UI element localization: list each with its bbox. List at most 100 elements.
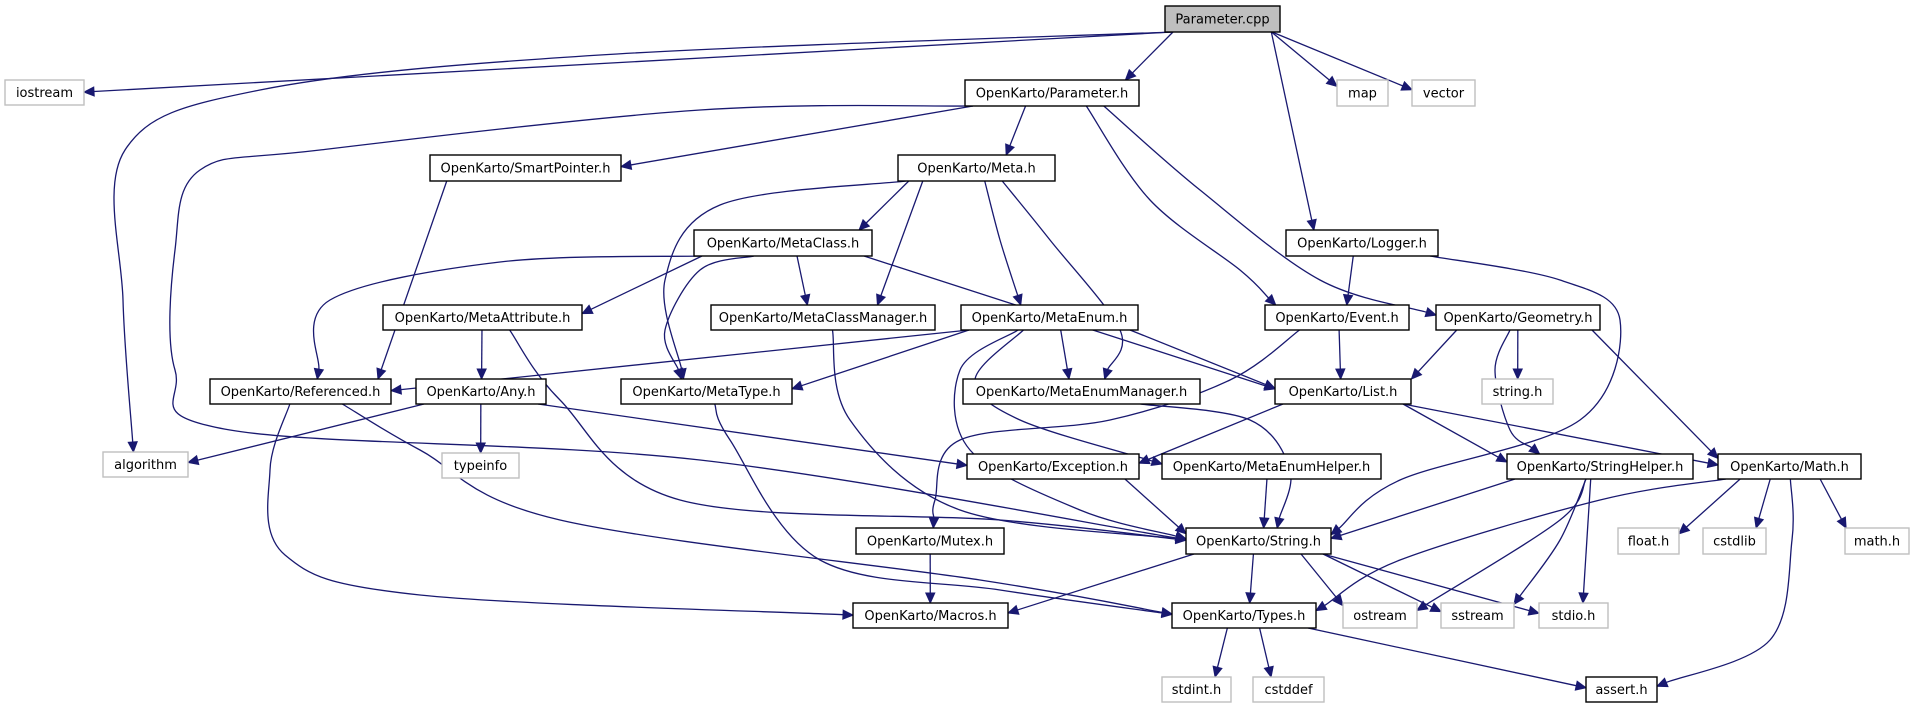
arrowhead-icon <box>790 380 804 391</box>
arrowhead-icon <box>876 293 887 307</box>
edge-root-to-logger_h <box>1270 31 1317 232</box>
node-label: OpenKarto/MetaEnumHelper.h <box>1173 460 1371 475</box>
edge-line <box>1258 627 1270 668</box>
edge-metaenummanager_h-to-string_h <box>1140 403 1292 530</box>
node-sstream: sstream <box>1440 602 1515 629</box>
node-metaenummanager-h[interactable]: OpenKarto/MetaEnumManager.h <box>962 378 1201 405</box>
node-logger-h[interactable]: OpenKarto/Logger.h <box>1285 229 1439 257</box>
edge-line <box>1300 553 1338 599</box>
node-label: OpenKarto/SmartPointer.h <box>441 162 611 177</box>
node-label: OpenKarto/List.h <box>1289 385 1398 400</box>
node-root[interactable]: Parameter.cpp <box>1164 5 1281 33</box>
edge-line <box>1402 403 1499 458</box>
arrowhead-icon <box>800 293 811 307</box>
edge-exception_h-to-string_h <box>1124 478 1187 535</box>
arrowhead-icon <box>1012 293 1023 307</box>
node-box <box>620 378 793 405</box>
edge-line <box>509 329 1177 540</box>
node-typeinfo: typeinfo <box>441 452 520 479</box>
node-any-h[interactable]: OpenKarto/Any.h <box>415 378 547 405</box>
node-box <box>1252 676 1325 703</box>
edge-metaenum_h-to-list_h <box>1129 329 1277 390</box>
node-stringhelper-h[interactable]: OpenKarto/StringHelper.h <box>1506 453 1694 480</box>
node-box <box>1702 527 1767 555</box>
edge-line <box>1758 478 1771 519</box>
node-metaattribute-h[interactable]: OpenKarto/MetaAttribute.h <box>382 304 583 331</box>
arrowhead-icon <box>1415 600 1429 612</box>
edge-line <box>1347 255 1354 296</box>
arrowhead-icon <box>186 454 200 466</box>
edge-root-to-map <box>1271 31 1338 88</box>
node-box <box>441 452 520 479</box>
edges-layer <box>82 31 1847 691</box>
edge-line <box>1129 329 1266 386</box>
node-label: OpenKarto/Exception.h <box>978 460 1128 475</box>
arrowhead-icon <box>858 218 871 231</box>
node-macros-h[interactable]: OpenKarto/Macros.h <box>852 602 1009 629</box>
node-label: OpenKarto/Event.h <box>1275 311 1398 326</box>
node-label: OpenKarto/Math.h <box>1730 460 1849 475</box>
edge-root-to-iostream <box>82 31 1174 97</box>
node-smartpointer-h[interactable]: OpenKarto/SmartPointer.h <box>429 154 622 182</box>
edge-line <box>865 180 910 224</box>
edge-line <box>1131 31 1174 74</box>
node-types-h[interactable]: OpenKarto/Types.h <box>1171 602 1317 629</box>
edge-metaenum_h-to-metaenummanager_h <box>1060 329 1073 381</box>
edge-meta_h-to-metaclassmanager_h <box>876 180 924 307</box>
node-metatype-h[interactable]: OpenKarto/MetaType.h <box>620 378 793 405</box>
node-assert-h[interactable]: assert.h <box>1585 676 1658 703</box>
arrowhead-icon <box>580 304 594 315</box>
node-referenced-h[interactable]: OpenKarto/Referenced.h <box>209 378 392 405</box>
edge-line <box>169 104 1177 539</box>
node-label: sstream <box>1451 609 1503 624</box>
arrowhead-icon <box>475 442 486 455</box>
edge-line <box>1140 403 1292 519</box>
arrowhead-icon <box>1335 368 1346 381</box>
node-label: OpenKarto/Referenced.h <box>221 385 381 400</box>
node-metaclassmanager-h[interactable]: OpenKarto/MetaClassManager.h <box>710 304 936 331</box>
node-exception-h[interactable]: OpenKarto/Exception.h <box>966 453 1140 480</box>
edge-line <box>1017 553 1195 611</box>
edge-string_h-to-stdio_h <box>1322 553 1541 616</box>
edge-line <box>197 403 425 461</box>
node-label: stdio.h <box>1552 609 1596 624</box>
node-parameter-h[interactable]: OpenKarto/Parameter.h <box>964 79 1140 107</box>
node-geometry-h[interactable]: OpenKarto/Geometry.h <box>1435 304 1601 331</box>
edge-parameter_h-to-smartpointer_h <box>619 105 974 171</box>
node-label: string.h <box>1493 385 1543 400</box>
edge-geometry_h-to-string_h_std <box>1512 329 1523 381</box>
edge-line <box>1085 105 1270 299</box>
edge-metaclass_h-to-metaattribute_h <box>580 255 703 315</box>
node-event-h[interactable]: OpenKarto/Event.h <box>1264 304 1410 331</box>
node-map: map <box>1336 79 1389 107</box>
edge-metaattribute_h-to-any_h <box>476 329 487 381</box>
node-label: algorithm <box>114 458 177 473</box>
edge-line <box>1263 478 1268 519</box>
edge-metaenumhelper_h-to-string_h <box>1259 478 1270 530</box>
edge-any_h-to-typeinfo <box>475 403 486 455</box>
node-mutex-h[interactable]: OpenKarto/Mutex.h <box>855 527 1005 555</box>
node-label: cstddef <box>1264 683 1313 698</box>
edge-line <box>714 403 1163 614</box>
node-list-h[interactable]: OpenKarto/List.h <box>1274 378 1412 405</box>
node-meta-h[interactable]: OpenKarto/Meta.h <box>897 154 1056 182</box>
edge-math_h-to-math_h_std <box>1819 478 1847 530</box>
edge-types_h-to-stdint_h <box>1212 627 1229 679</box>
node-box <box>1164 5 1281 33</box>
node-math-h[interactable]: OpenKarto/Math.h <box>1717 453 1862 480</box>
node-box <box>415 378 547 405</box>
arrowhead-icon <box>1332 594 1344 607</box>
node-box <box>1617 527 1680 555</box>
edge-metaenum_h-to-string_h <box>953 329 1188 542</box>
edge-mutex_h-to-macros_h <box>925 553 936 605</box>
edge-metaenum_h-to-metaenumhelper_h <box>974 329 1164 466</box>
node-metaclass-h[interactable]: OpenKarto/MetaClass.h <box>693 229 873 257</box>
edge-types_h-to-assert_h <box>1307 627 1588 691</box>
node-vector: vector <box>1411 79 1476 107</box>
node-metaenum-h[interactable]: OpenKarto/MetaEnum.h <box>960 304 1139 331</box>
node-metaenumhelper-h[interactable]: OpenKarto/MetaEnumHelper.h <box>1161 453 1382 480</box>
node-algorithm: algorithm <box>102 451 189 478</box>
edge-string_h-to-types_h <box>1245 553 1256 605</box>
node-string-h[interactable]: OpenKarto/String.h <box>1185 527 1332 555</box>
